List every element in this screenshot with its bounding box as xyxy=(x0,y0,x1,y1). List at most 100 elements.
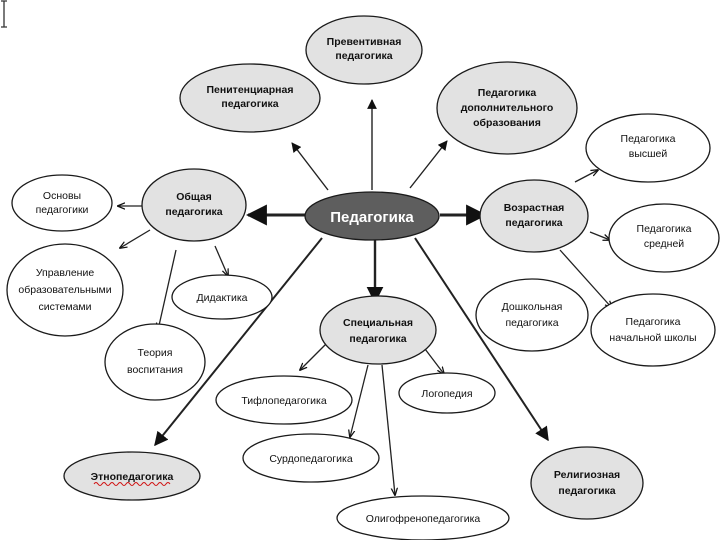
node-ethno-line1: Этнопедагогика xyxy=(91,471,174,483)
node-religious: Религиозная педагогика xyxy=(530,446,644,520)
edge-age-primary xyxy=(559,249,612,308)
node-management-line1: Управление xyxy=(36,267,95,279)
svg-text:Дидактика: Дидактика xyxy=(197,292,248,304)
node-center-label: Педагогика xyxy=(330,209,414,226)
node-foundations-shape xyxy=(11,174,113,232)
node-preventive-line2: педагогика xyxy=(335,50,392,62)
node-preventive-shape xyxy=(305,15,423,85)
edge-general-management xyxy=(120,229,151,248)
node-penitentiary-line1: Пенитенциарная xyxy=(207,84,294,96)
svg-text:Олигофренопедагогика: Олигофренопедагогика xyxy=(366,513,481,525)
node-typhlo-line1: Тифлопедагогика xyxy=(241,395,327,407)
edge-center-religious xyxy=(414,237,549,442)
node-foundations-line2: педагогики xyxy=(36,204,89,216)
node-foundations-line1: Основы xyxy=(43,190,81,202)
node-logo-shape xyxy=(398,372,496,414)
svg-text:Педагогика: Педагогика xyxy=(330,209,414,226)
edge-age-higher xyxy=(574,170,598,183)
svg-text:Сурдопедагогика: Сурдопедагогика xyxy=(269,453,352,465)
node-primary: Педагогика начальной школы xyxy=(590,293,716,367)
node-additional-line1: Педагогика xyxy=(478,87,537,99)
node-preschool: Дошкольная педагогика xyxy=(475,278,589,352)
node-special-line2: педагогика xyxy=(349,333,406,345)
edge-center-ethno xyxy=(154,237,323,447)
spellcheck-underline xyxy=(93,482,171,486)
edge-center-penitentiary xyxy=(291,142,329,191)
node-age-line2: педагогика xyxy=(505,217,562,229)
svg-text:Тифлопедагогика: Тифлопедагогика xyxy=(241,395,327,407)
edge-general-didactics xyxy=(214,245,228,276)
node-center: Педагогика xyxy=(304,191,440,241)
node-religious-line2: педагогика xyxy=(558,485,615,497)
node-foundations: Основы педагогики xyxy=(11,174,113,232)
node-management-line2: образовательными xyxy=(18,284,111,296)
node-additional-shape xyxy=(436,61,578,155)
svg-text:Этнопедагогика: Этнопедагогика xyxy=(91,471,174,483)
node-age-shape xyxy=(479,179,589,253)
node-center-shape xyxy=(304,191,440,241)
node-typhlo: Тифлопедагогика xyxy=(215,375,353,425)
svg-text:Логопедия: Логопедия xyxy=(421,388,472,400)
node-secondary-shape xyxy=(608,203,720,273)
node-upbringing: Теория воспитания xyxy=(104,323,206,401)
node-religious-line1: Религиозная xyxy=(554,469,620,481)
node-religious-shape xyxy=(530,446,644,520)
node-preschool-shape xyxy=(475,278,589,352)
node-higher-line1: Педагогика xyxy=(621,133,676,145)
node-preventive: Превентивная педагогика xyxy=(305,15,423,85)
edge-general-upbringing xyxy=(158,249,177,330)
node-ethno-shape xyxy=(63,451,201,501)
edge-special-oligo xyxy=(381,364,395,495)
node-typhlo-shape xyxy=(215,375,353,425)
node-oligo-line1: Олигофренопедагогика xyxy=(366,513,481,525)
node-preschool-line1: Дошкольная xyxy=(502,301,563,313)
node-primary-line1: Педагогика xyxy=(626,316,681,328)
node-didactics-shape xyxy=(171,274,273,320)
node-general-shape xyxy=(141,168,247,242)
node-preschool-line2: педагогика xyxy=(505,317,558,329)
edge-age-secondary xyxy=(589,231,610,240)
node-higher-shape xyxy=(585,113,711,183)
node-special-shape xyxy=(319,295,437,365)
node-oligo-shape xyxy=(336,495,510,540)
text-cursor-icon xyxy=(1,0,7,28)
node-secondary-line1: Педагогика xyxy=(637,223,692,235)
node-general-line1: Общая xyxy=(176,191,212,203)
edge-special-surdo xyxy=(350,364,369,437)
node-upbringing-line2: воспитания xyxy=(127,364,183,376)
node-surdo-shape xyxy=(242,433,380,483)
node-secondary-line2: средней xyxy=(644,238,684,250)
node-upbringing-shape xyxy=(104,323,206,401)
node-additional-line2: дополнительного xyxy=(461,102,554,114)
node-didactics: Дидактика xyxy=(171,274,273,320)
node-logo-line1: Логопедия xyxy=(421,388,472,400)
node-higher-line2: высшей xyxy=(629,148,668,160)
node-primary-shape xyxy=(590,293,716,367)
node-upbringing-line1: Теория xyxy=(138,347,173,359)
node-primary-line2: начальной школы xyxy=(609,332,696,344)
node-secondary: Педагогика средней xyxy=(608,203,720,273)
connections xyxy=(118,99,612,495)
node-didactics-line1: Дидактика xyxy=(197,292,248,304)
edge-center-additional xyxy=(409,140,448,189)
node-preventive-line1: Превентивная xyxy=(327,36,402,48)
node-oligo: Олигофренопедагогика xyxy=(336,495,510,540)
